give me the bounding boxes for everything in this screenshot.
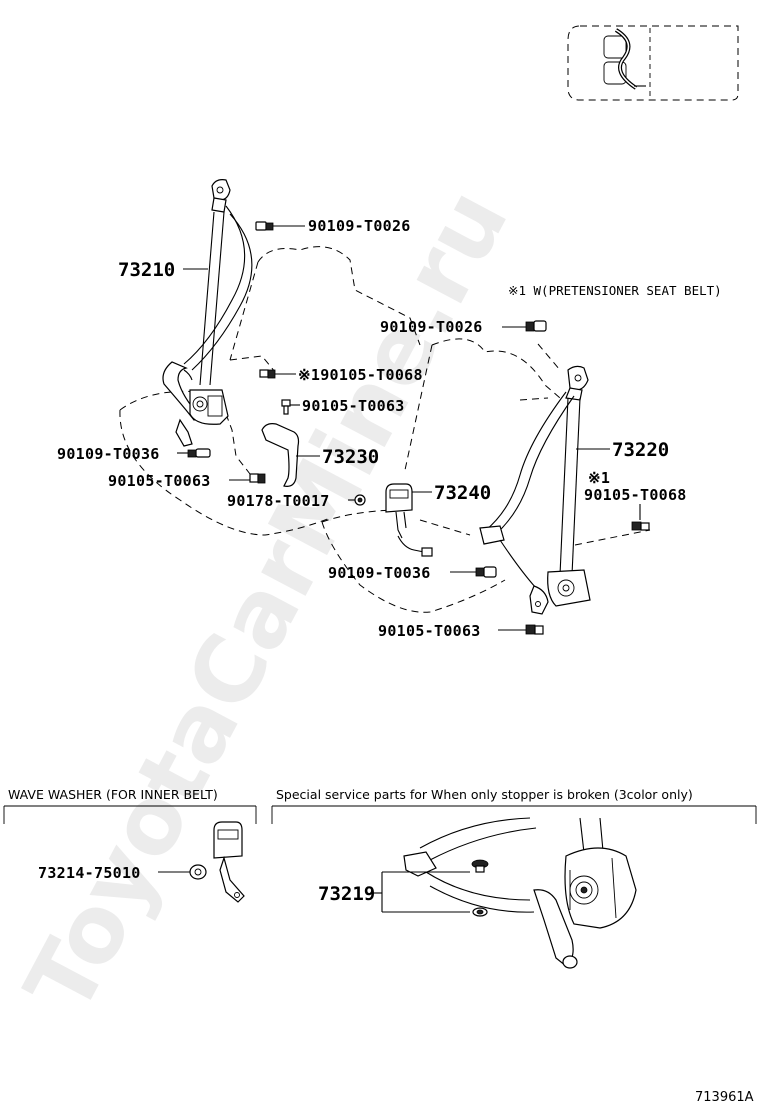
label-90105-t0063-c: 90105-T0063 — [378, 622, 481, 640]
label-90105-t0063-b: 90105-T0063 — [108, 472, 211, 490]
label-73210: 73210 — [118, 259, 175, 281]
label-90109-t0026-a: 90109-T0026 — [308, 217, 411, 235]
bolt-icon-0036-a — [187, 448, 211, 458]
bolt-icon-0063-c — [525, 624, 544, 635]
wave-washer-icon — [189, 864, 207, 880]
wave-washer-section-title: WAVE WASHER (FOR INNER BELT) — [8, 787, 218, 802]
bolt-icon-0068-b — [631, 521, 650, 531]
label-73230: 73230 — [322, 446, 379, 468]
watermark: ToyotaCarMine.ru — [5, 172, 529, 1030]
bolt-icon-0068-a — [259, 369, 276, 379]
belt-guide-bracket — [261, 423, 300, 487]
diagram-code: 713961A — [695, 1090, 754, 1105]
stopper-service-parts-detail — [403, 817, 637, 969]
pretensioner-note: ※1 W(PRETENSIONER SEAT BELT) — [508, 283, 722, 298]
rear-seat-outline — [321, 338, 561, 613]
bolt-icon-0036-b — [475, 566, 497, 578]
front-seat-belt-assembly — [162, 179, 253, 447]
rear-seat-belt-assembly — [479, 365, 591, 615]
leader-bracket-73219 — [370, 871, 470, 913]
label-90109-t0026-b: 90109-T0026 — [380, 318, 483, 336]
label-90105-t0068-b: 90105-T0068 — [584, 486, 687, 504]
label-90178-t0017: 90178-T0017 — [227, 492, 330, 510]
label-90105-t0068-a: ※190105-T0068 — [298, 366, 423, 384]
label-73240: 73240 — [434, 482, 491, 504]
stopper-button-icon-upper — [471, 859, 489, 873]
label-90109-t0036-b: 90109-T0036 — [328, 564, 431, 582]
label-90105-t0063-a: 90105-T0063 — [302, 397, 405, 415]
stopper-button-icon-lower — [472, 907, 488, 917]
washer-icon-0017 — [354, 494, 366, 506]
label-90105-t0068-b-mark: ※1 — [588, 469, 610, 487]
bolt-icon-0026-a — [255, 221, 274, 231]
label-73220: 73220 — [612, 439, 669, 461]
label-90109-t0036-a: 90109-T0036 — [57, 445, 160, 463]
special-service-section-frame — [271, 805, 757, 824]
leader-lines — [177, 225, 651, 631]
label-73219: 73219 — [318, 883, 375, 905]
bolt-icon-0063-a — [281, 399, 291, 415]
bolt-icon-0026-b — [525, 320, 547, 332]
vehicle-locator-icon — [567, 25, 739, 101]
special-service-section-title: Special service parts for When only stop… — [276, 787, 693, 802]
inner-belt-buckle-detail — [213, 821, 245, 903]
bolt-icon-0063-b — [249, 473, 266, 484]
label-73214-75010: 73214-75010 — [38, 864, 141, 882]
seat-belt-buckle — [385, 483, 433, 557]
wave-washer-section-frame — [3, 805, 257, 824]
